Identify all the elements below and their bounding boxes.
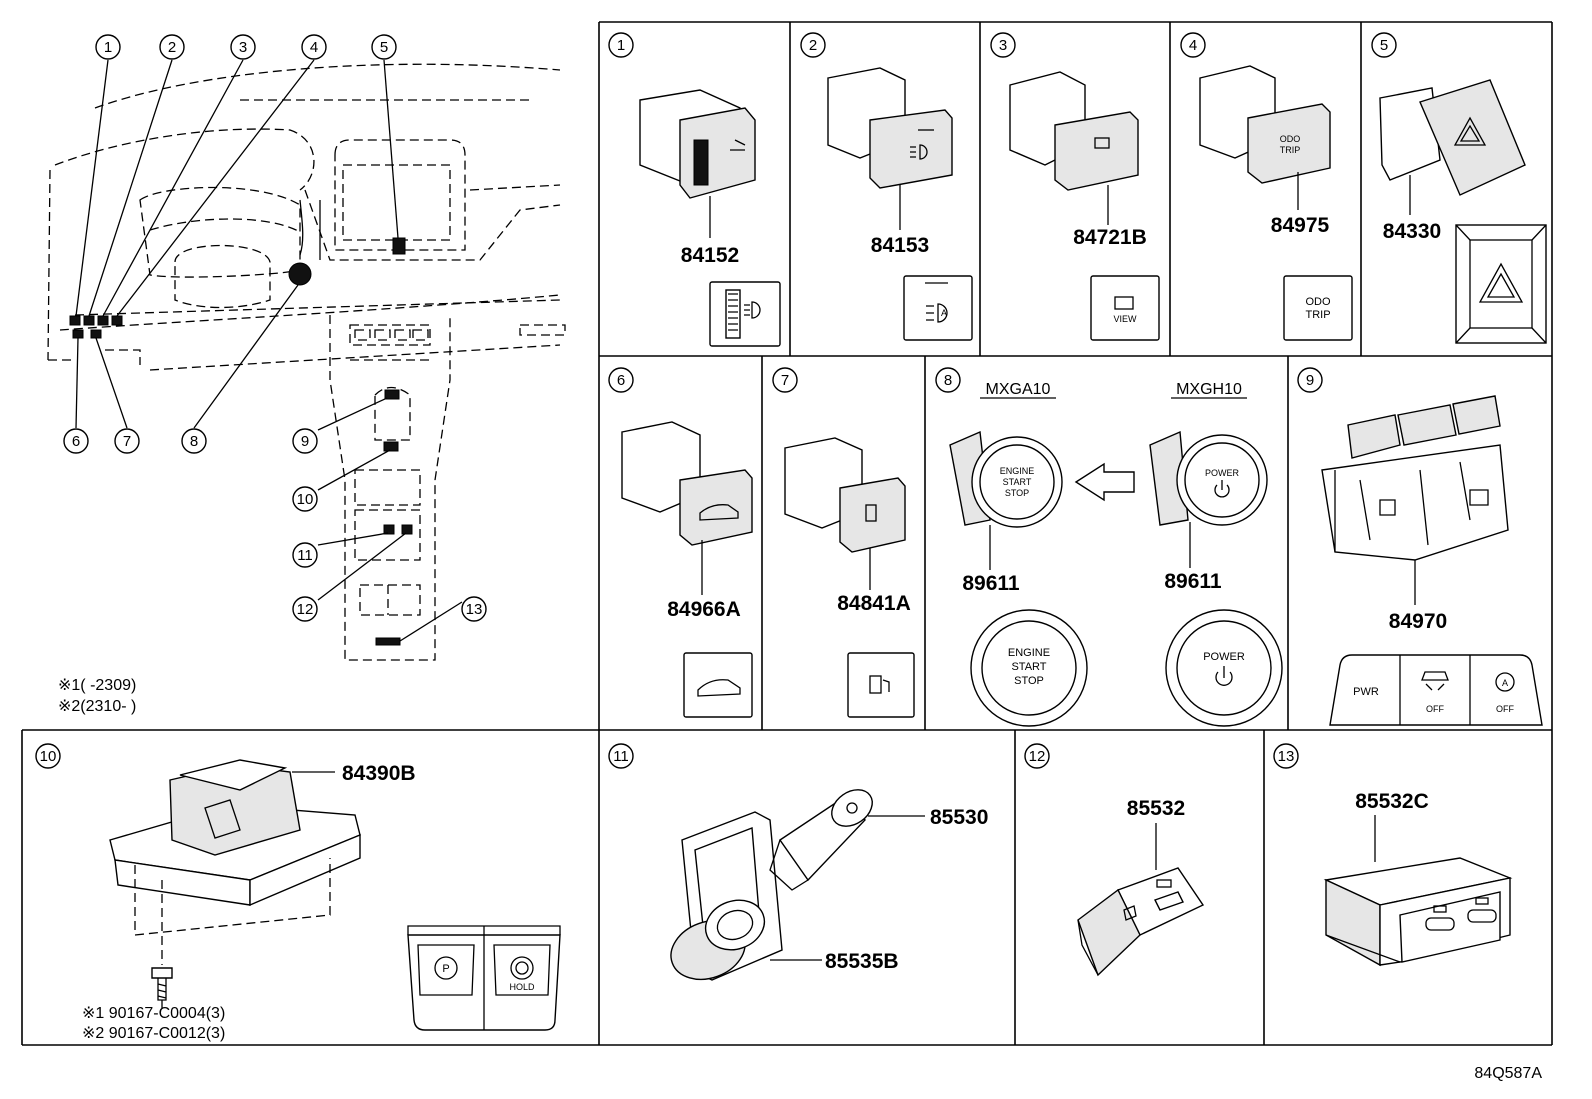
part-84966A: 84966A <box>667 598 741 621</box>
part-84153: 84153 <box>871 234 929 257</box>
callout-11: 11 <box>297 547 313 564</box>
callout-6: 6 <box>72 433 80 450</box>
p-label: P <box>442 963 449 975</box>
model-mxgh10: MXGH10 <box>1176 381 1242 398</box>
panel-3-number: 3 <box>999 37 1007 54</box>
reference-code: 84Q587A <box>1474 1065 1542 1082</box>
panel-9-number: 9 <box>1306 372 1314 389</box>
svg-text:STOP: STOP <box>1005 488 1029 498</box>
panel-4-number: 4 <box>1189 37 1197 54</box>
screw-1: ※1 90167-C0004(3) <box>82 1005 225 1022</box>
panel-8: 8 MXGA10 MXGH10 ENGINE START STOP 89611 … <box>935 367 1283 727</box>
view-label: VIEW <box>1113 314 1137 324</box>
panel-2-number: 2 <box>809 37 817 54</box>
svg-text:A: A <box>1502 678 1508 688</box>
part-85532: 85532 <box>1127 797 1185 820</box>
callout-5: 5 <box>380 39 388 56</box>
pwr-label: PWR <box>1353 686 1379 698</box>
callout-1: 1 <box>104 39 112 56</box>
panel-4: 4 ODO TRIP 84975 ODO TRIP <box>1180 32 1353 341</box>
callout-10: 10 <box>297 491 314 508</box>
callout-13: 13 <box>466 601 483 618</box>
panel-10: 10 84390B ※1 90167-C0004(3) ※2 90167-C00… <box>35 743 561 1042</box>
svg-text:OFF: OFF <box>1426 704 1444 714</box>
svg-text:ENGINE: ENGINE <box>1008 647 1050 659</box>
panel-8-number: 8 <box>944 372 952 389</box>
panel-13: 13 85532C <box>1273 743 1513 967</box>
panel-3: 3 84721B VIEW <box>990 32 1160 341</box>
svg-text:STOP: STOP <box>1014 675 1044 687</box>
panel-grid <box>21 21 1553 1046</box>
panel-1-number: 1 <box>617 37 625 54</box>
panel-12: 12 85532 <box>1024 743 1205 977</box>
panel-2: 2 84153 A <box>800 32 973 341</box>
panel-13-number: 13 <box>1278 748 1295 765</box>
part-84152: 84152 <box>681 244 739 267</box>
part-84975: 84975 <box>1271 214 1330 237</box>
panel-12-number: 12 <box>1029 748 1046 765</box>
callout-7: 7 <box>123 433 131 450</box>
svg-text:A: A <box>941 308 947 318</box>
callout-8: 8 <box>190 433 198 450</box>
panel-7: 7 84841A <box>772 367 915 718</box>
svg-text:ENGINE: ENGINE <box>1000 466 1035 476</box>
dashboard-overview: 1 2 3 4 5 6 7 8 9 10 11 12 13 ※1( -2309)… <box>47 34 566 715</box>
callout-4: 4 <box>310 39 318 56</box>
panel-6-number: 6 <box>617 372 625 389</box>
panel-7-number: 7 <box>781 372 789 389</box>
panel-5-number: 5 <box>1380 37 1388 54</box>
svg-text:START: START <box>1003 477 1032 487</box>
panel-10-number: 10 <box>40 748 57 765</box>
callout-9: 9 <box>301 433 309 450</box>
trip-label: TRIP <box>1305 309 1330 321</box>
svg-text:START: START <box>1011 661 1046 673</box>
panel-1: 1 84152 <box>608 32 781 347</box>
callout-3: 3 <box>239 39 247 56</box>
panel-9: 9 84970 PWR OFF A OFF <box>1297 367 1543 726</box>
svg-text:POWER: POWER <box>1203 651 1245 663</box>
hold-label: HOLD <box>509 982 535 992</box>
panel-11: 11 85530 85535B <box>608 743 988 981</box>
screw-2: ※2 90167-C0012(3) <box>82 1025 225 1042</box>
svg-text:TRIP: TRIP <box>1280 145 1301 155</box>
odo-label: ODO <box>1305 296 1331 308</box>
svg-text:OFF: OFF <box>1496 704 1514 714</box>
part-84390B: 84390B <box>342 762 416 785</box>
part-85530: 85530 <box>930 806 988 829</box>
part-84721B: 84721B <box>1073 226 1147 249</box>
part-85535B: 85535B <box>825 950 899 973</box>
model-mxga10: MXGA10 <box>986 381 1051 398</box>
svg-text:POWER: POWER <box>1205 468 1240 478</box>
svg-text:ODO: ODO <box>1280 134 1301 144</box>
callout-2: 2 <box>168 39 176 56</box>
part-84970: 84970 <box>1389 610 1447 633</box>
part-89611-right: 89611 <box>1164 570 1222 593</box>
panel-5: 5 84330 <box>1371 32 1547 344</box>
part-85532C: 85532C <box>1355 790 1429 813</box>
panel-6: 6 84966A <box>608 367 753 718</box>
part-89611-left: 89611 <box>962 572 1020 595</box>
callout-12: 12 <box>297 601 314 618</box>
note-2: ※2(2310- ) <box>58 698 136 715</box>
overview-callouts: 1 2 3 4 5 6 7 8 9 10 11 12 13 <box>63 34 487 622</box>
part-84841A: 84841A <box>837 592 911 615</box>
part-84330: 84330 <box>1383 220 1441 243</box>
note-1: ※1( -2309) <box>58 677 136 694</box>
panel-11-number: 11 <box>613 748 629 765</box>
